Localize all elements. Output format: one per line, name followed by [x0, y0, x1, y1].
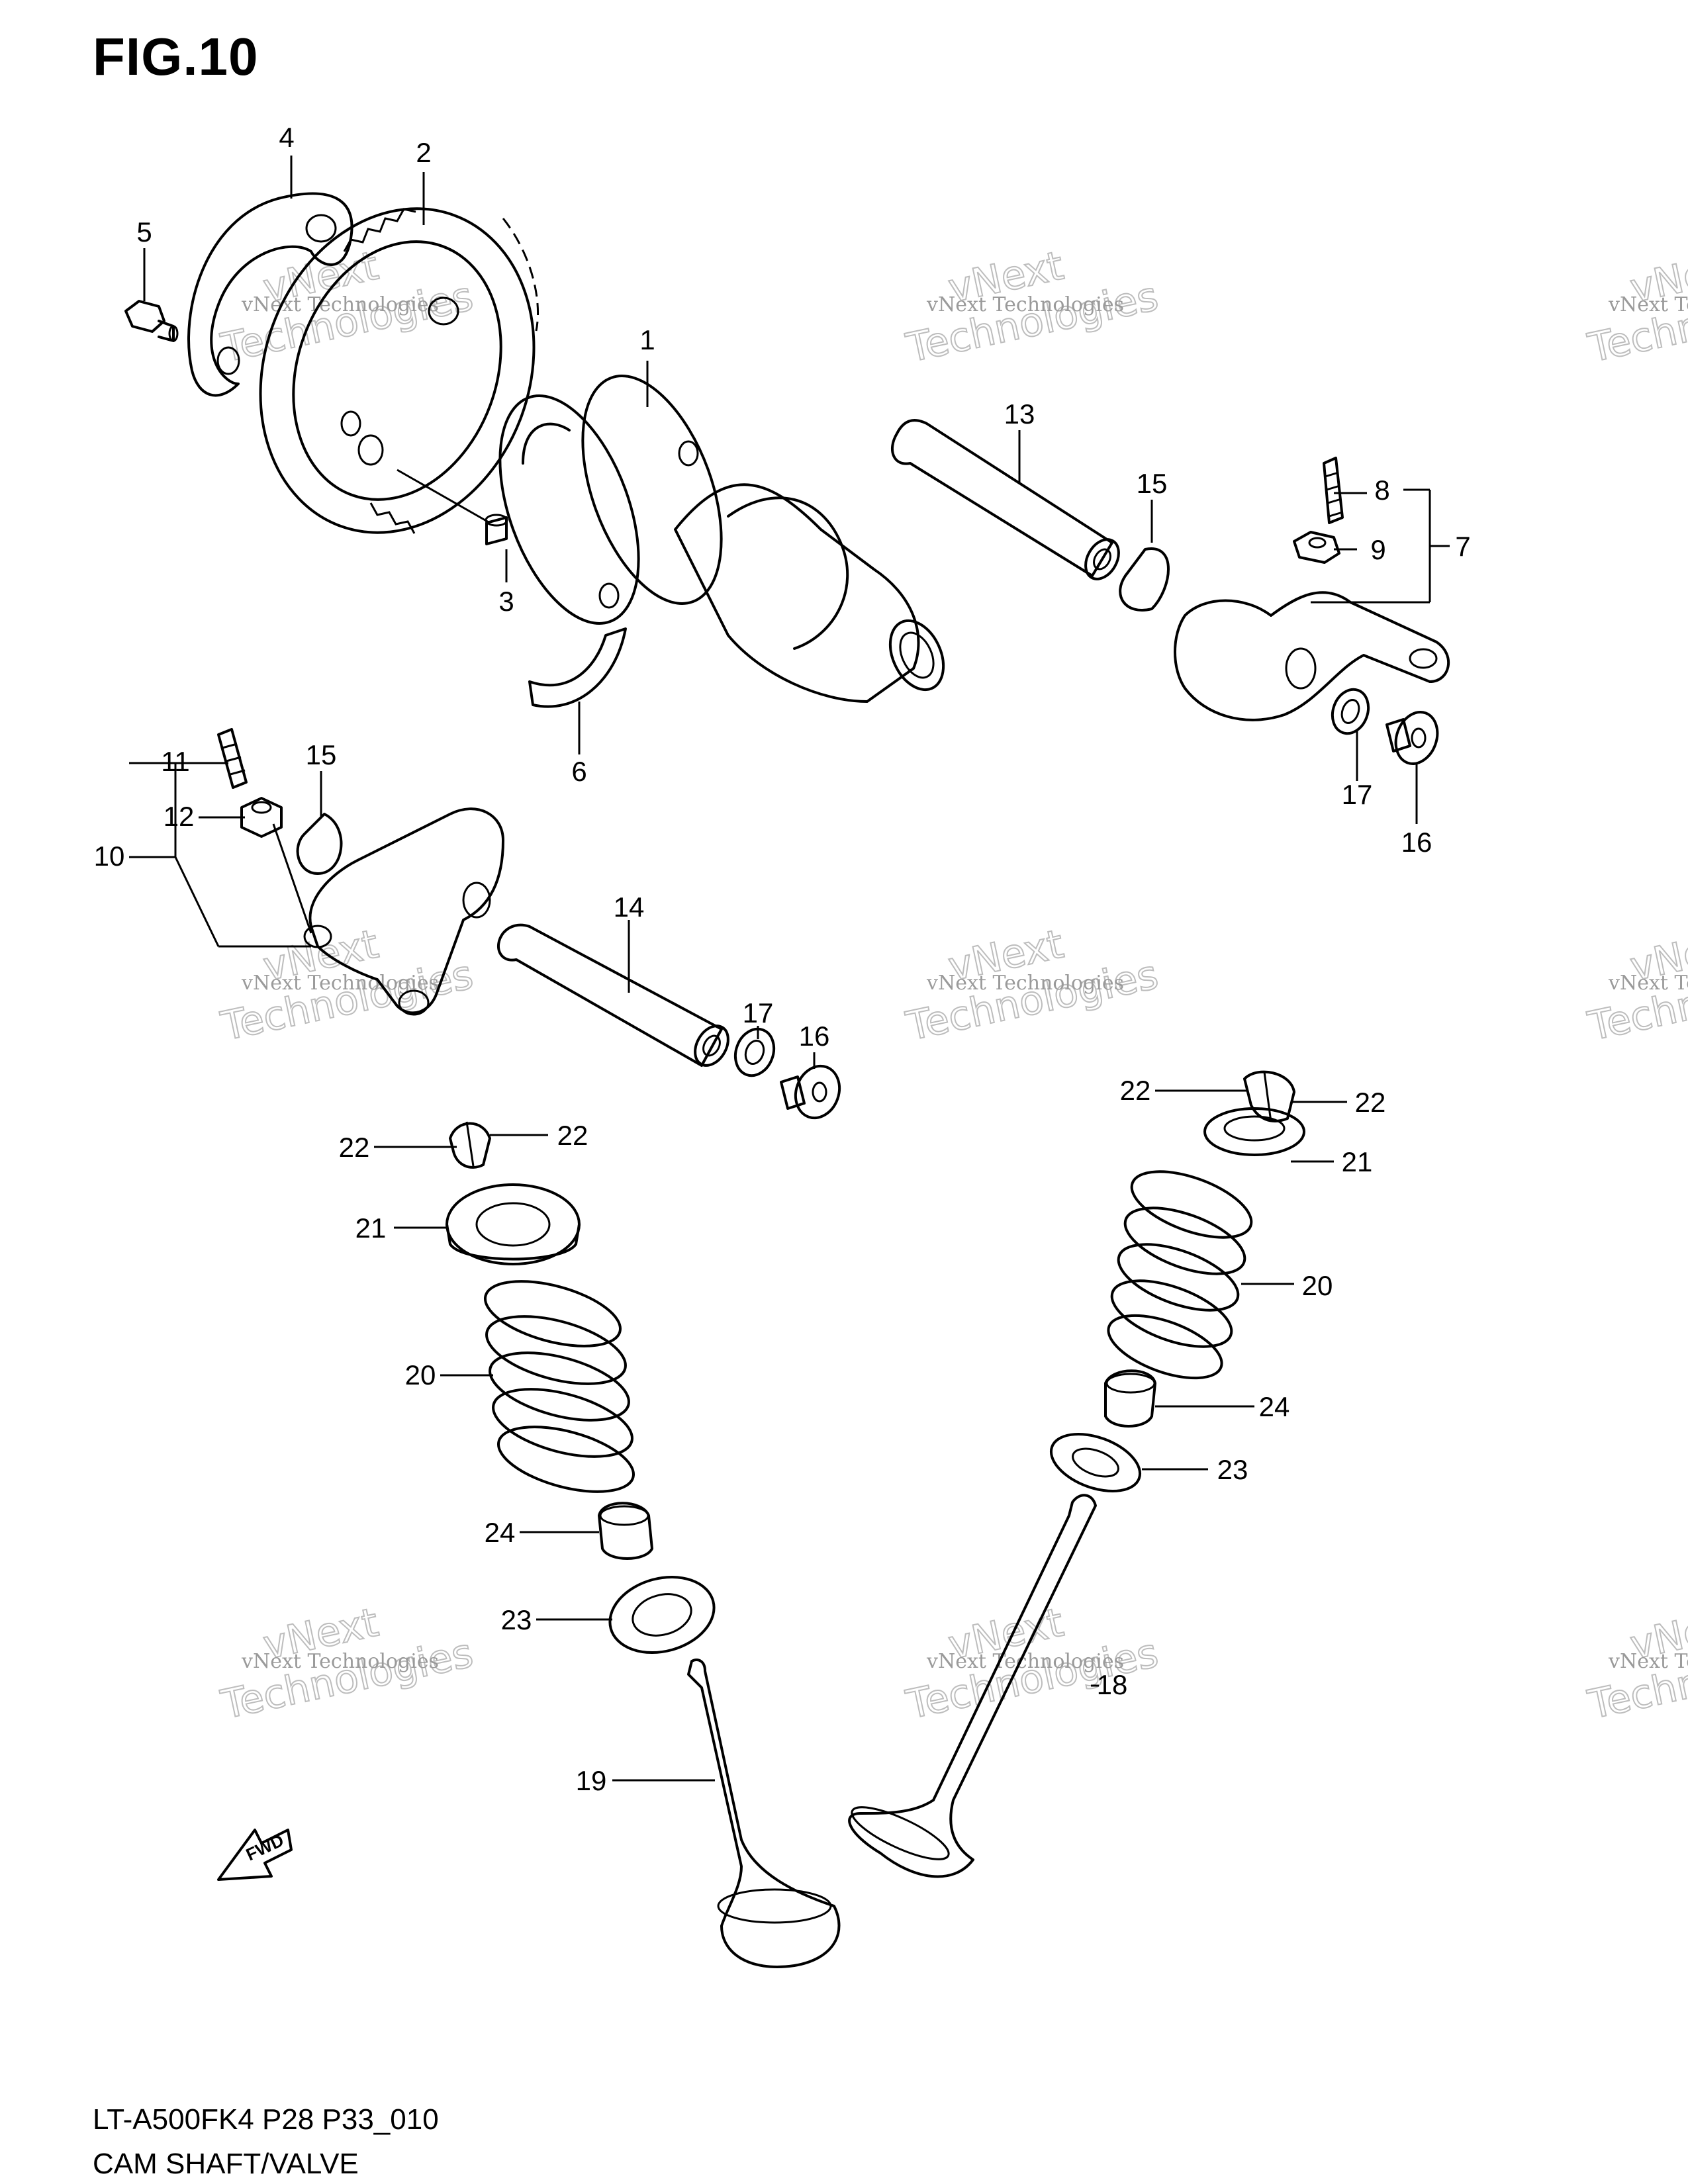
leader-lines	[129, 156, 1450, 1782]
part-bolt	[124, 300, 179, 342]
part-adjusting-screw-upper	[1323, 457, 1344, 524]
callout-22-right-a: 22	[1120, 1075, 1151, 1106]
callout-24-left: 24	[485, 1517, 516, 1548]
part-shaft-bolt-lower	[780, 1064, 841, 1120]
part-cotter-left	[449, 1121, 491, 1169]
callout-7: 7	[1455, 531, 1470, 562]
part-cam-sprocket	[259, 207, 539, 534]
part-retainer-left	[445, 1183, 581, 1265]
watermark: Technologies vNext vNext Technologies	[216, 242, 478, 373]
fwd-arrow-icon: FWD	[217, 1829, 293, 1881]
model-code: LT-A500FK4 P28 P33_010	[93, 2103, 439, 2136]
callout-24-right: 24	[1259, 1391, 1290, 1422]
callout-12: 12	[164, 801, 195, 832]
callout-5: 5	[136, 216, 152, 248]
watermark: Technologies vNext vNext Technologies	[1583, 242, 1688, 373]
part-valve-spring-right	[1107, 1170, 1253, 1380]
watermark-group: Technologies vNext vNext Technologies Te…	[216, 242, 1688, 1729]
callout-20-right: 20	[1302, 1270, 1333, 1301]
watermark-company: vNext Technologies	[926, 972, 1124, 995]
callout-19: 19	[576, 1765, 607, 1796]
callout-9: 9	[1370, 534, 1385, 565]
part-rocker-shaft-upper	[890, 419, 1120, 580]
part-lock-nut-lower	[240, 797, 283, 838]
callout-4: 4	[279, 122, 294, 153]
callout-23-left: 23	[501, 1604, 532, 1635]
watermark: Technologies vNext vNext Technologies	[216, 921, 478, 1051]
callout-13: 13	[1004, 398, 1035, 430]
part-washer-lower	[733, 1027, 776, 1077]
part-dowel-pin	[397, 469, 508, 545]
callout-18: 18	[1097, 1669, 1128, 1700]
part-valve-right	[848, 1494, 1097, 1878]
watermark-company: vNext Technologies	[241, 293, 439, 316]
callout-2: 2	[416, 137, 431, 168]
watermark-company: vNext Technologies	[1608, 1650, 1688, 1673]
figure-caption: CAM SHAFT/VALVE	[93, 2148, 359, 2180]
part-valve-spring-left	[483, 1280, 635, 1493]
callout-16-lower: 16	[799, 1021, 830, 1052]
watermark: Technologies vNext vNext Technologies	[902, 1599, 1163, 1729]
part-adjusting-screw-lower	[217, 728, 248, 789]
callout-17-lower: 17	[743, 997, 774, 1028]
part-lock-nut-upper	[1293, 531, 1340, 564]
callouts: 1 2 3 4 5 6 7 8 9 10 11 12 13 14 15 15 1…	[94, 122, 1471, 1796]
watermark: Technologies vNext vNext Technologies	[902, 921, 1163, 1051]
watermark-company: vNext Technologies	[1608, 293, 1688, 316]
callout-16-upper: 16	[1401, 827, 1432, 858]
callout-6: 6	[571, 756, 586, 787]
part-wave-washer-lower	[296, 813, 343, 875]
callout-21-left: 21	[355, 1212, 387, 1244]
callout-21-right: 21	[1342, 1146, 1373, 1177]
watermark-company: vNext Technologies	[241, 972, 439, 995]
part-rocker-arm-upper	[1174, 591, 1450, 721]
callout-20-left: 20	[405, 1359, 436, 1390]
callout-22-right-b: 22	[1355, 1087, 1386, 1118]
callout-14: 14	[614, 891, 645, 923]
part-washer-upper	[1331, 688, 1370, 735]
watermark: Technologies vNext vNext Technologies	[902, 242, 1163, 373]
callout-22-left-b: 22	[557, 1120, 588, 1151]
watermark: Technologies vNext vNext Technologies	[216, 1599, 478, 1729]
callout-15-lower: 15	[306, 739, 337, 770]
part-rocker-arm-lower	[303, 807, 504, 1016]
callout-10: 10	[94, 841, 125, 872]
callout-1: 1	[639, 324, 655, 355]
watermark: Technologies vNext vNext Technologies	[1583, 921, 1688, 1051]
part-half-moon-plate	[528, 627, 627, 708]
callout-3: 3	[498, 586, 514, 617]
part-retainer-plate	[187, 192, 353, 397]
part-wave-washer-upper	[1119, 547, 1170, 612]
part-spring-seat-left	[608, 1575, 716, 1655]
part-valve-left	[687, 1659, 841, 1968]
part-rocker-shaft-lower	[496, 923, 729, 1067]
callout-22-left-a: 22	[339, 1132, 370, 1163]
part-camshaft	[498, 375, 945, 703]
callout-23-right: 23	[1217, 1454, 1248, 1485]
figure-title: FIG.10	[93, 27, 259, 86]
watermark-company: vNext Technologies	[926, 293, 1124, 316]
callout-15-upper: 15	[1137, 468, 1168, 499]
part-retainer-right	[1203, 1107, 1305, 1156]
part-stem-seal-right	[1104, 1369, 1156, 1428]
callout-17-upper: 17	[1342, 779, 1373, 810]
watermark: Technologies vNext vNext Technologies	[1583, 1599, 1688, 1729]
part-cotter-right	[1243, 1070, 1295, 1122]
watermark-company: vNext Technologies	[1608, 972, 1688, 995]
watermark-company: vNext Technologies	[241, 1650, 439, 1673]
part-spring-seat-right	[1049, 1433, 1142, 1492]
callout-11: 11	[161, 746, 190, 777]
callout-8: 8	[1374, 475, 1389, 506]
part-shaft-bolt-upper	[1385, 711, 1439, 765]
part-stem-seal-left	[598, 1502, 653, 1560]
